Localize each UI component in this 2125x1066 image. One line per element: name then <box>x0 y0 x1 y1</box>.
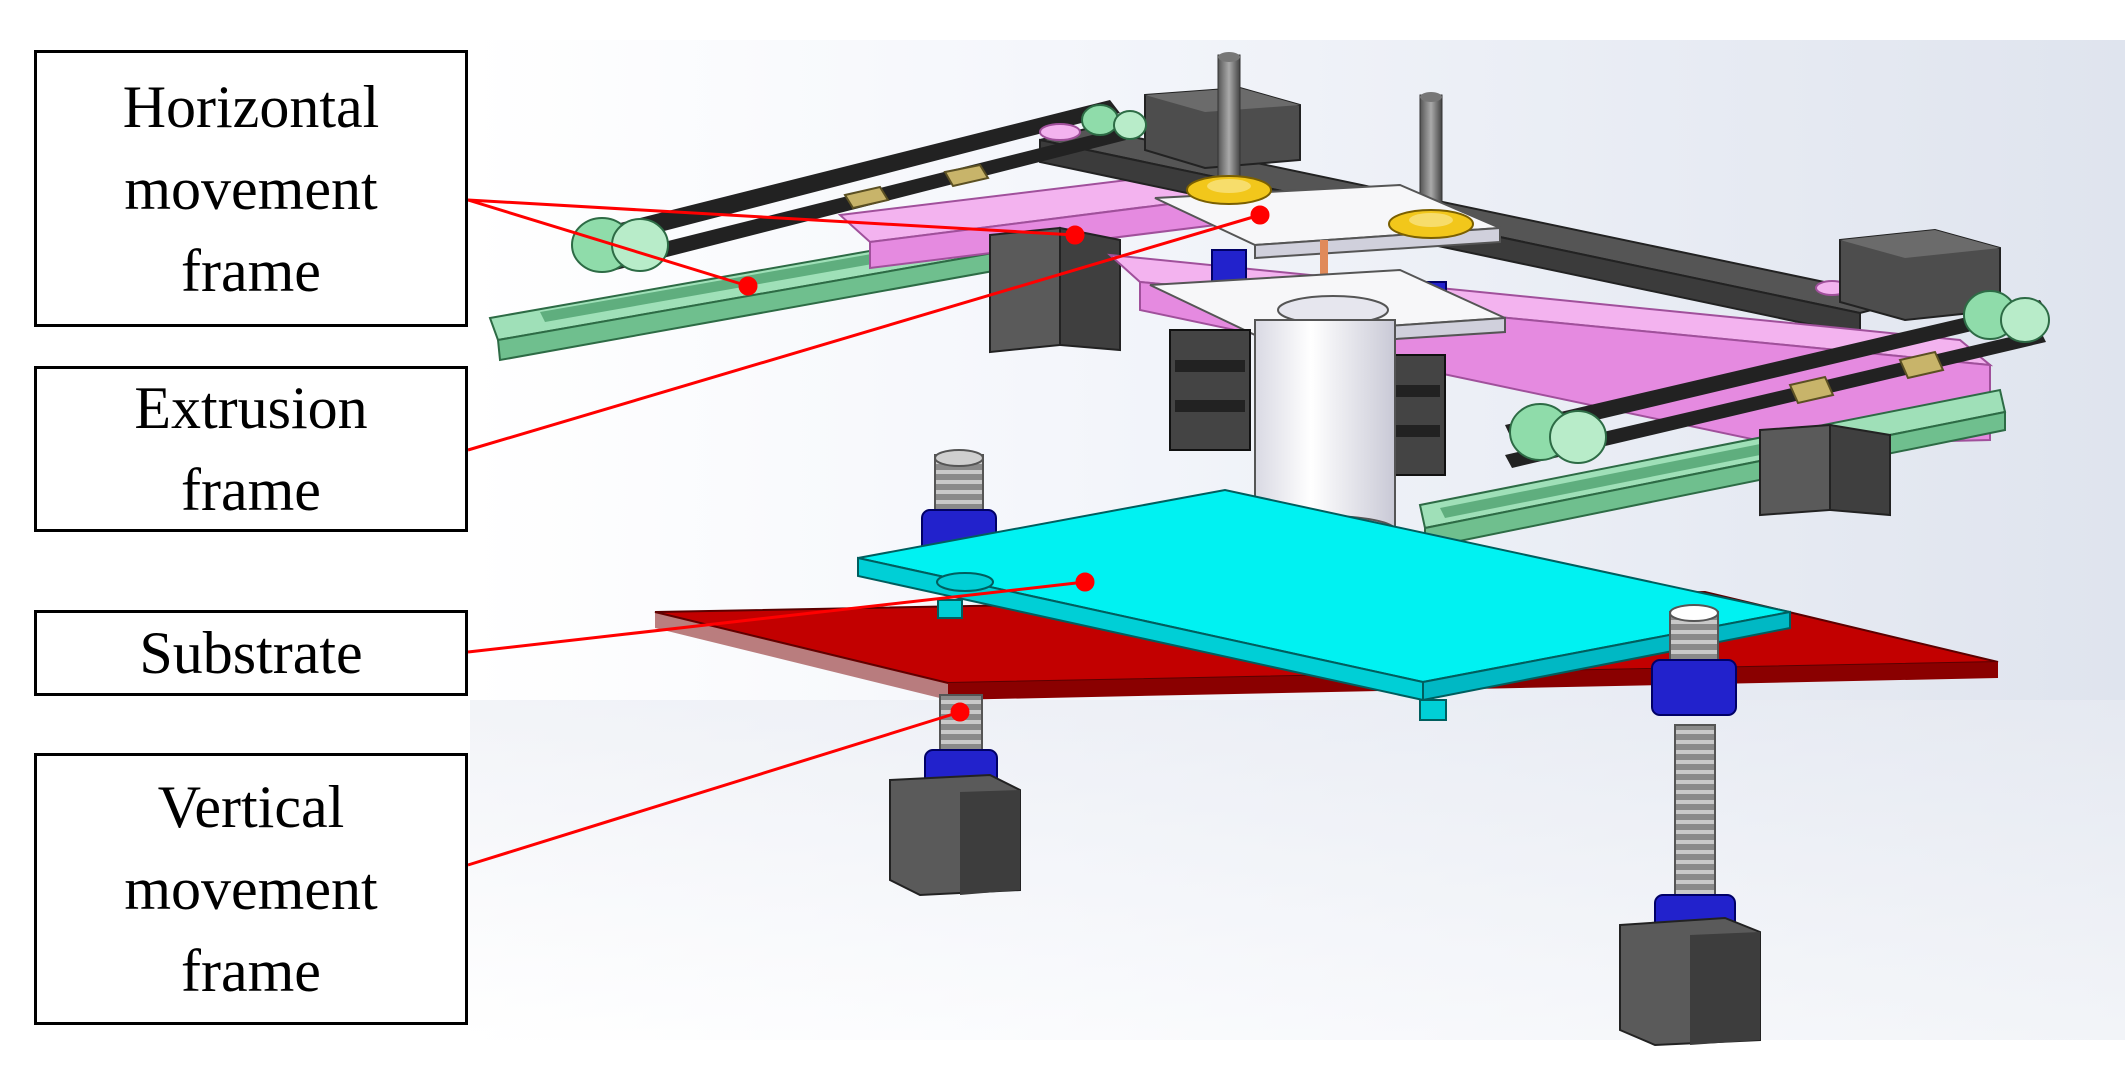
label-line: Horizontal <box>122 73 380 140</box>
vertical-lead-screw-right <box>1619 604 1761 1047</box>
beam-post-left <box>1039 123 1081 141</box>
left-stepper-motor <box>989 226 1121 354</box>
label-line: Substrate <box>139 620 363 686</box>
leader-horizontal <box>467 198 1085 296</box>
label-line: movement <box>124 155 378 222</box>
label-line: frame <box>181 938 321 1004</box>
label-substrate: Substrate <box>34 610 468 696</box>
label-horizontal-movement-frame: Horizontal movement frame <box>34 50 468 327</box>
extrusion-frame <box>1149 52 1506 560</box>
leader-substrate <box>467 572 1095 654</box>
label-vertical-movement-frame: Vertical movement frame <box>34 753 468 1025</box>
right-belt-assembly <box>1505 290 2050 468</box>
right-lower-motor <box>1759 423 1891 517</box>
label-line: Vertical <box>157 774 345 840</box>
label-line: frame <box>181 237 321 304</box>
right-stepper-motor <box>1839 228 2001 322</box>
vertical-lead-screw-front-left <box>889 694 1021 897</box>
label-line: frame <box>181 457 321 523</box>
label-line: movement <box>124 856 378 922</box>
left-belt-assembly <box>571 100 1147 273</box>
leader-extrusion <box>467 205 1270 452</box>
label-extrusion-frame: Extrusion frame <box>34 366 468 532</box>
leader-vertical <box>467 702 970 867</box>
label-line: Extrusion <box>134 375 368 441</box>
floor-shade <box>470 700 2125 1040</box>
